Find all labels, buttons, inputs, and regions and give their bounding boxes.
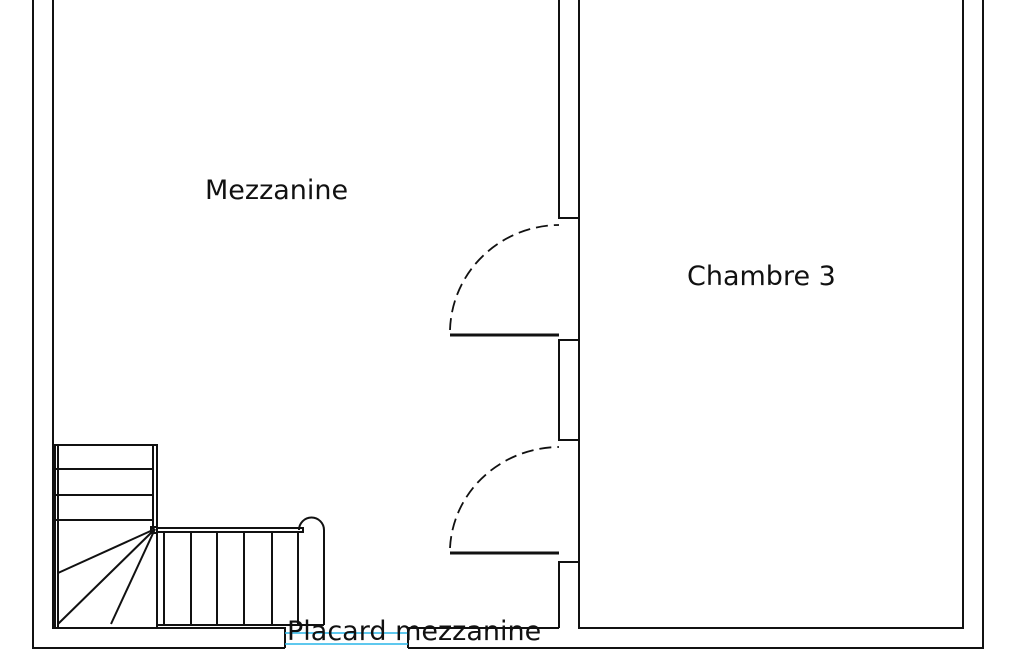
inner-wall-left — [52, 0, 286, 648]
staircase — [54, 444, 325, 629]
door-swing-arc — [449, 446, 560, 549]
partition-wall-segment — [558, 0, 579, 219]
partition-wall-segment — [558, 561, 579, 628]
chambre-inner-wall — [578, 0, 964, 629]
newel-post — [298, 516, 325, 625]
outer-wall-left — [32, 0, 285, 649]
room-label-placard: Placard mezzanine — [287, 616, 542, 647]
partition-wall-segment — [558, 339, 579, 441]
inner-wall-bottom-right — [407, 627, 559, 648]
room-label-mezzanine: Mezzanine — [205, 175, 349, 206]
door-swing-arc — [449, 224, 560, 331]
room-label-chambre-3: Chambre 3 — [687, 261, 836, 292]
outer-wall-bottom-right — [408, 0, 984, 649]
